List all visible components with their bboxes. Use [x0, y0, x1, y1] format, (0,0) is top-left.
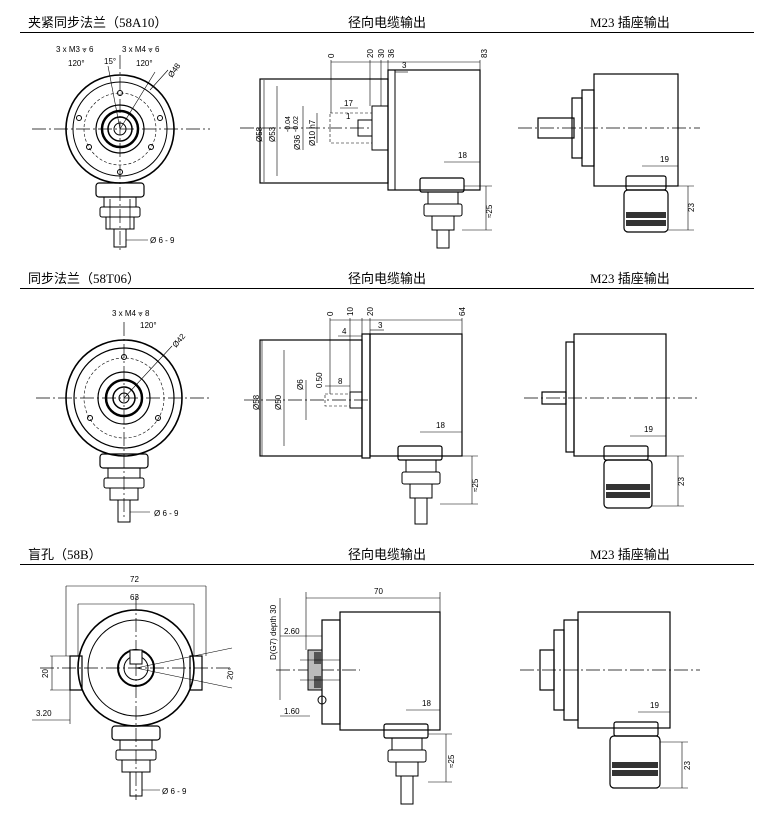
dim-label: 4 [342, 327, 347, 336]
m23-view-58b [520, 611, 700, 789]
dim-label: 18 [458, 151, 467, 160]
col-title-m23: M23 插座输出 [590, 271, 670, 286]
dim-label: 72 [130, 575, 139, 584]
dim-label: 0.50 [315, 372, 324, 388]
dim-label: Ø 6 - 9 [150, 236, 175, 245]
dim-label: 10 [346, 307, 355, 316]
dim-label: 23 [687, 203, 696, 212]
section-title: 夹紧同步法兰（58A10） [28, 15, 168, 30]
dim-label: Ø 6 - 9 [162, 787, 187, 796]
dim-label: 63 [130, 593, 139, 602]
dim-label: 20° [225, 667, 236, 680]
m23-view-58t06 [524, 333, 700, 509]
dim-label: 3 [378, 321, 383, 330]
dim-label: 64 [458, 307, 467, 316]
dim-label: 70 [374, 587, 383, 596]
dim-label: 20 [41, 669, 50, 678]
side-view-58t06 [244, 318, 478, 525]
dim-label: 0 [326, 311, 335, 316]
dim-label: Ø50 [274, 394, 283, 410]
dim-label: 3 x M4 ⩔ 6 [122, 45, 160, 54]
dim-label: 19 [644, 425, 653, 434]
dim-label: Ø53 [268, 126, 277, 142]
dim-label: 1 [346, 112, 351, 121]
dim-label: ≈25 [447, 754, 456, 768]
dim-label: 3 x M4 ⩔ 8 [112, 309, 150, 318]
section-title: 同步法兰（58T06） [28, 271, 140, 286]
divider [20, 32, 754, 33]
dim-label: 120° [136, 59, 153, 68]
dim-label: 3.20 [36, 709, 52, 718]
dim-label: 3 x M3 ⩔ 6 [56, 45, 94, 54]
front-view-58t06 [36, 322, 212, 523]
dim-label: 8 [338, 377, 343, 386]
dim-label: Ø58 [252, 394, 261, 410]
dim-label: 36 [387, 49, 396, 58]
dim-label: 18 [436, 421, 445, 430]
dim-label: ≈25 [485, 204, 494, 218]
dim-label: ≈25 [471, 478, 480, 492]
dim-label: 120° [68, 59, 85, 68]
front-view-58a10 [32, 55, 210, 250]
dim-label: 120° [140, 321, 157, 330]
dim-label: -0.04 [285, 116, 292, 132]
dim-label: 0 [327, 53, 336, 58]
m23-view-58a10 [518, 73, 700, 233]
dim-label: 2.60 [284, 627, 300, 636]
side-view-58a10 [240, 60, 492, 249]
dim-label: Ø6 [296, 379, 305, 390]
dim-label: D(G7) depth 30 [269, 604, 278, 660]
front-view-58b [32, 585, 233, 800]
section-header-58a10: 夹紧同步法兰（58A10） 径向电缆输出 M23 插座输出 [0, 10, 768, 32]
dim-label: 17 [344, 99, 353, 108]
dim-label: Ø36 [293, 134, 302, 150]
dim-label: Ø48 [166, 61, 182, 79]
col-title-radial-cable: 径向电缆输出 [348, 547, 427, 562]
side-view-58b [276, 592, 452, 805]
dim-label: 3 [402, 61, 407, 70]
col-title-radial-cable: 径向电缆输出 [348, 15, 427, 30]
dim-label: 19 [660, 155, 669, 164]
dim-label: -0.02 [293, 116, 300, 132]
dim-label: Ø58 [255, 126, 264, 142]
section-title: 盲孔（58B） [28, 547, 102, 562]
dim-label: Ø 6 - 9 [154, 509, 179, 518]
dim-label: 83 [480, 49, 489, 58]
dim-label: 30 [377, 49, 386, 58]
col-title-radial-cable: 径向电缆输出 [348, 271, 427, 286]
col-title-m23: M23 插座输出 [590, 547, 670, 562]
dim-label: Ø42 [171, 331, 188, 349]
dim-label: 20 [366, 307, 375, 316]
dim-label: 20 [366, 49, 375, 58]
section-header-58t06: 同步法兰（58T06） 径向电缆输出 M23 插座输出 [0, 266, 768, 288]
dim-label: Ø10 h7 [308, 119, 317, 146]
dim-label: 23 [683, 761, 692, 770]
dim-label: 18 [422, 699, 431, 708]
divider [20, 564, 754, 565]
divider [20, 288, 754, 289]
dim-label: 23 [677, 477, 686, 486]
dim-label: 19 [650, 701, 659, 710]
dim-label: 15° [104, 57, 116, 66]
section-header-58b: 盲孔（58B） 径向电缆输出 M23 插座输出 [0, 542, 768, 564]
col-title-m23: M23 插座输出 [590, 15, 670, 30]
dim-label: 1.60 [284, 707, 300, 716]
